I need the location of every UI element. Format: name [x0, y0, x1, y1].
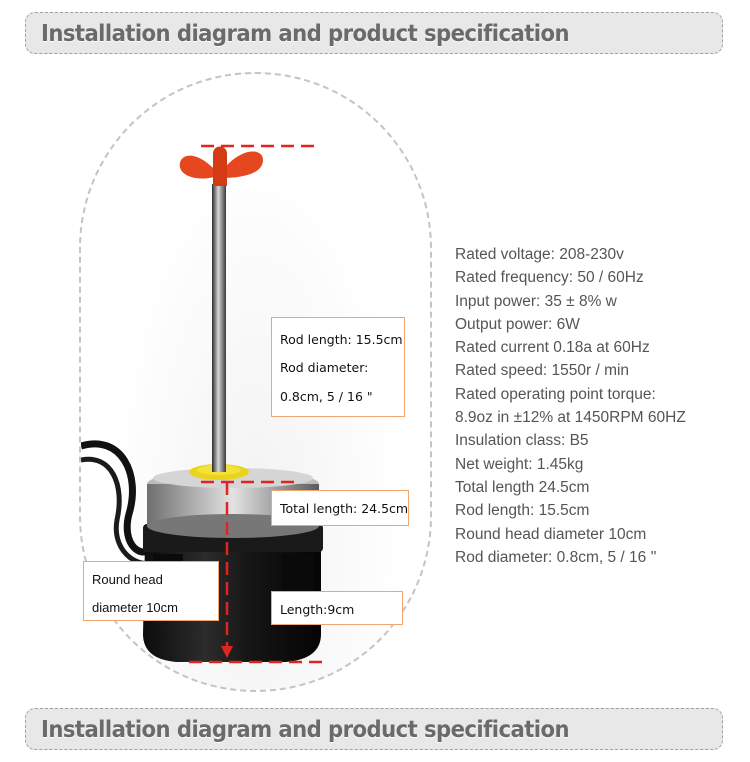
total-length-label: Total length: 24.5cm [271, 490, 409, 526]
footer-title: Installation diagram and product specifi… [41, 717, 570, 743]
rod-length-label: Rod length: 15.5cm Rod diameter: 0.8cm, … [271, 317, 405, 417]
footer-banner: Installation diagram and product specifi… [25, 708, 723, 750]
spec-item: Net weight: 1.45kg [455, 455, 584, 473]
round-head-text-2: diameter 10cm [92, 600, 178, 615]
round-head-text-1: Round head [92, 572, 163, 587]
spec-item: Rated voltage: 208-230v [455, 246, 624, 263]
spec-item: Insulation class: B5 [455, 432, 589, 450]
spec-item: Rated current 0.18a at 60Hz [455, 339, 650, 357]
spec-item: Output power: 6W [455, 315, 580, 333]
spec-item: Rod diameter: 0.8cm, 5 / 16 '' [455, 548, 657, 566]
spec-item: Input power: 35 ± 8% w [455, 292, 617, 310]
rod-length-text: Rod length: 15.5cm [280, 332, 403, 347]
total-length-text: Total length: 24.5cm [280, 501, 409, 516]
spec-item: Rated speed: 1550r / min [455, 362, 630, 380]
spec-list: Rated voltage: 208-230v Rated frequency:… [455, 243, 745, 569]
rod-diameter-value: 0.8cm, 5 / 16 " [280, 389, 373, 404]
dimension-arrow [221, 646, 233, 658]
length-text: Length:9cm [280, 602, 355, 617]
power-cable [81, 440, 162, 556]
spec-item: 8.9oz in ±12% at 1450RPM 60HZ [455, 409, 686, 427]
spec-item: Round head diameter 10cm [455, 525, 647, 543]
round-head-label: Round head diameter 10cm [83, 561, 219, 621]
length-label: Length:9cm [271, 591, 403, 625]
spec-item: Rated frequency: 50 / 60Hz [455, 269, 644, 287]
header-title: Installation diagram and product specifi… [41, 21, 570, 47]
propeller [179, 146, 263, 186]
spec-item: Rated operating point torque: [455, 385, 656, 403]
spec-item: Rod length: 15.5cm [455, 502, 590, 520]
spec-item: Total length 24.5cm [455, 478, 590, 496]
header-banner: Installation diagram and product specifi… [25, 12, 723, 54]
shaft-rod [212, 184, 226, 472]
rod-diameter-text: Rod diameter: [280, 360, 369, 375]
